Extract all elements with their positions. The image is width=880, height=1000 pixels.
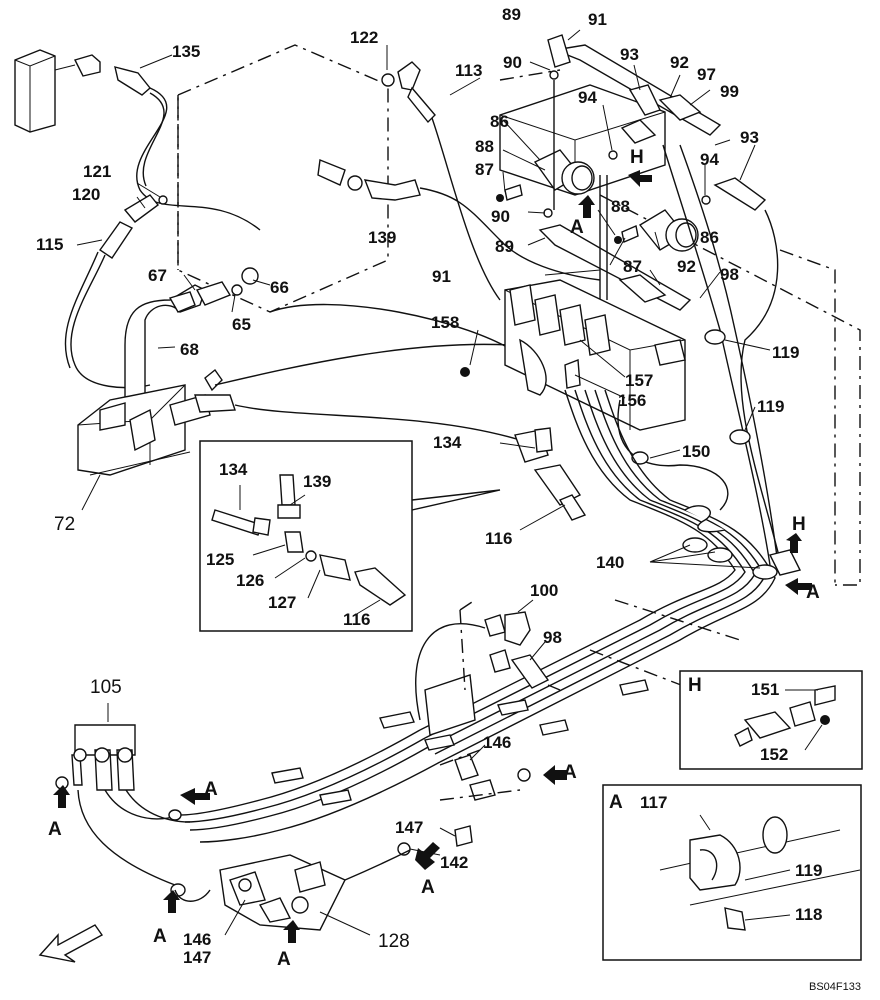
callout-a-105: A: [204, 779, 218, 800]
callout-128: 128: [378, 931, 410, 952]
callout-151: 151: [751, 680, 779, 699]
top-left-block: [14, 49, 151, 133]
callout-72: 72: [54, 514, 75, 535]
callout-140: 140: [596, 553, 624, 572]
callout-126: 126: [236, 571, 264, 590]
detail-inset-134-139: 134 139 125 126 127 116: [199, 440, 501, 632]
callout-134-main: 134: [433, 433, 462, 452]
callout-119-mid: 119: [757, 397, 784, 416]
callout-117: 117: [640, 793, 667, 812]
callout-87-top: 87: [475, 160, 494, 179]
valve-128: [219, 854, 346, 931]
callout-150: 150: [682, 442, 710, 461]
callout-135: 135: [172, 42, 200, 61]
callout-h-top: H: [630, 147, 644, 168]
callout-90-mid: 90: [491, 207, 510, 226]
callout-67: 67: [148, 266, 167, 285]
fitting-120: [99, 194, 168, 259]
callout-a-clamp: A: [563, 762, 577, 783]
callout-88-top: 88: [475, 137, 494, 156]
arrow-markers: [53, 170, 812, 943]
callout-158: 158: [431, 313, 459, 332]
callout-89-mid: 89: [495, 237, 514, 256]
callout-147-mid: 147: [395, 818, 423, 837]
callout-116-inset: 116: [343, 610, 370, 629]
callout-91-top: 91: [588, 10, 607, 29]
callout-139-inset: 139: [303, 472, 331, 491]
callout-100: 100: [530, 581, 558, 600]
fitting-100: [484, 611, 531, 646]
callout-a-top: A: [570, 217, 584, 238]
detail-a-inset: A 117 119 118: [602, 784, 862, 961]
callout-92-mid: 92: [677, 257, 696, 276]
callout-105: 105: [90, 677, 122, 698]
callout-146-bottom: 146: [183, 930, 211, 949]
callout-65: 65: [232, 315, 251, 334]
callout-157: 157: [625, 371, 653, 390]
callout-146-mid: 146: [483, 733, 511, 752]
callout-98-lower: 98: [543, 628, 562, 647]
callout-142: 142: [440, 853, 468, 872]
callout-120: 120: [72, 185, 100, 204]
hose-bundle-140: [179, 389, 778, 843]
callout-a-bottom: A: [277, 949, 291, 970]
callout-68: 68: [180, 340, 199, 359]
callout-94-right: 94: [700, 150, 719, 169]
callout-94-top: 94: [578, 88, 597, 107]
callout-a-right: A: [806, 582, 820, 603]
block-105: [71, 724, 136, 791]
callout-152: 152: [760, 745, 788, 764]
callout-116-main: 116: [485, 529, 512, 548]
callout-119-top: 119: [772, 343, 799, 362]
solenoid-86-upper: [533, 149, 618, 195]
callout-147-bottom: 147: [183, 948, 211, 967]
fitting-139: [317, 159, 421, 201]
callout-97: 97: [697, 65, 716, 84]
callout-labels: 135 122 113 89 91 90 93 92 97 99 94 93 8…: [36, 5, 820, 970]
callout-139-main: 139: [368, 228, 396, 247]
callout-122: 122: [350, 28, 378, 47]
callout-92-top: 92: [670, 53, 689, 72]
callout-93-top: 93: [620, 45, 639, 64]
callout-a-left: A: [48, 819, 62, 840]
callout-119-inset: 119: [795, 861, 822, 880]
callout-88-mid: 88: [611, 197, 630, 216]
detail-h-title: H: [688, 675, 702, 696]
detail-h-inset: H 151 152: [679, 670, 863, 770]
callout-134-inset: 134: [219, 460, 248, 479]
callout-h-marker: H: [792, 514, 806, 535]
callout-118: 118: [795, 905, 822, 924]
fitting-98-lower: [489, 649, 550, 689]
detail-a-title: A: [609, 792, 623, 813]
drawing-code: BS04F133: [809, 981, 861, 993]
callout-125: 125: [206, 550, 234, 569]
callout-93-right: 93: [740, 128, 759, 147]
valve-block-72: [77, 368, 236, 476]
front-direction-arrow: [38, 924, 104, 963]
callout-121: 121: [83, 162, 111, 181]
callout-a-bottom-left: A: [153, 926, 167, 947]
callout-a-142: A: [421, 877, 435, 898]
fitting-122: [381, 61, 436, 124]
callout-156: 156: [618, 391, 646, 410]
solenoid-86-lower: [638, 209, 699, 252]
callout-98-top: 98: [720, 265, 739, 284]
callout-66: 66: [270, 278, 289, 297]
fitting-134-116: [514, 427, 587, 521]
callout-86-top: 86: [490, 112, 509, 131]
leader-lines: [54, 29, 771, 936]
callout-90-top: 90: [503, 53, 522, 72]
callout-115: 115: [36, 235, 63, 254]
callout-87-mid: 87: [623, 257, 642, 276]
callout-127: 127: [268, 593, 296, 612]
callout-91-mid: 91: [432, 267, 451, 286]
callout-99: 99: [720, 82, 739, 101]
callout-113: 113: [455, 61, 482, 80]
callout-89-top: 89: [502, 5, 521, 24]
callout-86-mid: 86: [700, 228, 719, 247]
manifold-157: [504, 279, 686, 431]
